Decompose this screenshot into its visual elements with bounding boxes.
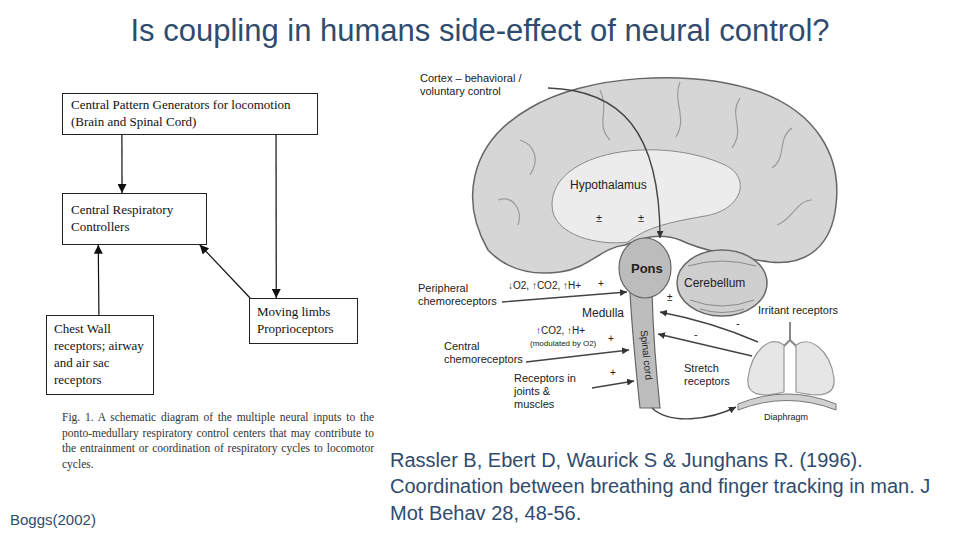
gyrus bbox=[676, 82, 681, 137]
slide-title: Is coupling in humans side-effect of neu… bbox=[0, 12, 960, 49]
gyrus bbox=[772, 128, 792, 168]
region-label: Hypothalamus bbox=[570, 178, 647, 192]
arrow-connector bbox=[121, 135, 122, 193]
process-box: Central Respiratory Controllers bbox=[62, 193, 207, 245]
sign-mark: + bbox=[610, 367, 616, 379]
diaphragm-arrow bbox=[652, 407, 736, 419]
gyrus bbox=[600, 90, 610, 140]
medial-region bbox=[552, 150, 740, 243]
pathway-arrows bbox=[502, 88, 758, 419]
box-text: Moving limbs Proprioceptors bbox=[257, 304, 350, 338]
fold bbox=[688, 261, 756, 266]
peripheral-arrow bbox=[502, 292, 627, 302]
spinal-cord bbox=[630, 292, 660, 408]
receptor-label: Central chemoreceptors bbox=[444, 340, 528, 366]
region-label: Diaphragm bbox=[764, 412, 808, 423]
sign-mark: ± bbox=[667, 292, 673, 304]
region-label: Medulla bbox=[582, 306, 624, 320]
receptor-label: Irritant receptors bbox=[758, 304, 838, 317]
box-text: Central Pattern Generators for locomotio… bbox=[71, 97, 309, 131]
region-label: Cortex – behavioral / voluntary control bbox=[420, 72, 542, 98]
sign-mark: ± bbox=[596, 212, 602, 225]
gyrus bbox=[732, 98, 740, 148]
left-lung bbox=[748, 342, 784, 395]
arrow-connector bbox=[275, 135, 276, 298]
process-box: Central Pattern Generators for locomotio… bbox=[62, 93, 318, 135]
fold bbox=[700, 309, 744, 313]
figure-caption: Fig. 1. A schematic diagram of the multi… bbox=[62, 410, 374, 472]
cortex-arrow bbox=[548, 88, 660, 238]
stimulus-label: ↓O2, ↑CO2, ↑H+ bbox=[508, 280, 581, 292]
sign-mark: ± bbox=[638, 212, 644, 225]
receptor-label: Peripheral chemoreceptors bbox=[418, 282, 502, 308]
central-arrow bbox=[526, 350, 629, 362]
stimulus-label: ↑CO2, ↑H+ bbox=[536, 325, 585, 337]
cerebellum bbox=[677, 250, 767, 316]
process-box: Moving limbs Proprioceptors bbox=[249, 298, 358, 344]
arrow-connector bbox=[98, 245, 100, 315]
reference-text: Rassler B, Ebert D, Waurick S & Junghans… bbox=[390, 447, 950, 526]
sign-mark: + bbox=[598, 278, 604, 290]
process-box: Chest Wall receptors; airway and air sac… bbox=[46, 315, 154, 395]
stretch-arrow bbox=[658, 334, 752, 356]
arrow-connector bbox=[200, 245, 250, 298]
pons bbox=[619, 238, 671, 298]
diaphragm bbox=[738, 394, 836, 410]
citation: Boggs(2002) bbox=[10, 511, 96, 529]
receptor-label: Stretch receptors bbox=[684, 362, 742, 388]
receptor-label: Receptors in joints & muscles bbox=[514, 372, 590, 412]
gyrus bbox=[777, 200, 812, 225]
sign-mark: + bbox=[608, 333, 614, 345]
sign-mark: - bbox=[736, 317, 740, 330]
region-label: Pons bbox=[631, 261, 663, 277]
gyrus bbox=[498, 199, 519, 225]
sign-mark: - bbox=[694, 328, 698, 341]
region-label: Cerebellum bbox=[684, 276, 745, 290]
box-text: Central Respiratory Controllers bbox=[71, 202, 198, 236]
right-lung bbox=[796, 342, 834, 395]
trachea bbox=[782, 322, 798, 348]
box-text: Chest Wall receptors; airway and air sac… bbox=[54, 321, 146, 389]
gyrus bbox=[520, 140, 535, 175]
stimulus-note: (modulated by O2) bbox=[530, 339, 596, 349]
joint-arrow bbox=[592, 381, 634, 388]
fold bbox=[690, 300, 754, 306]
